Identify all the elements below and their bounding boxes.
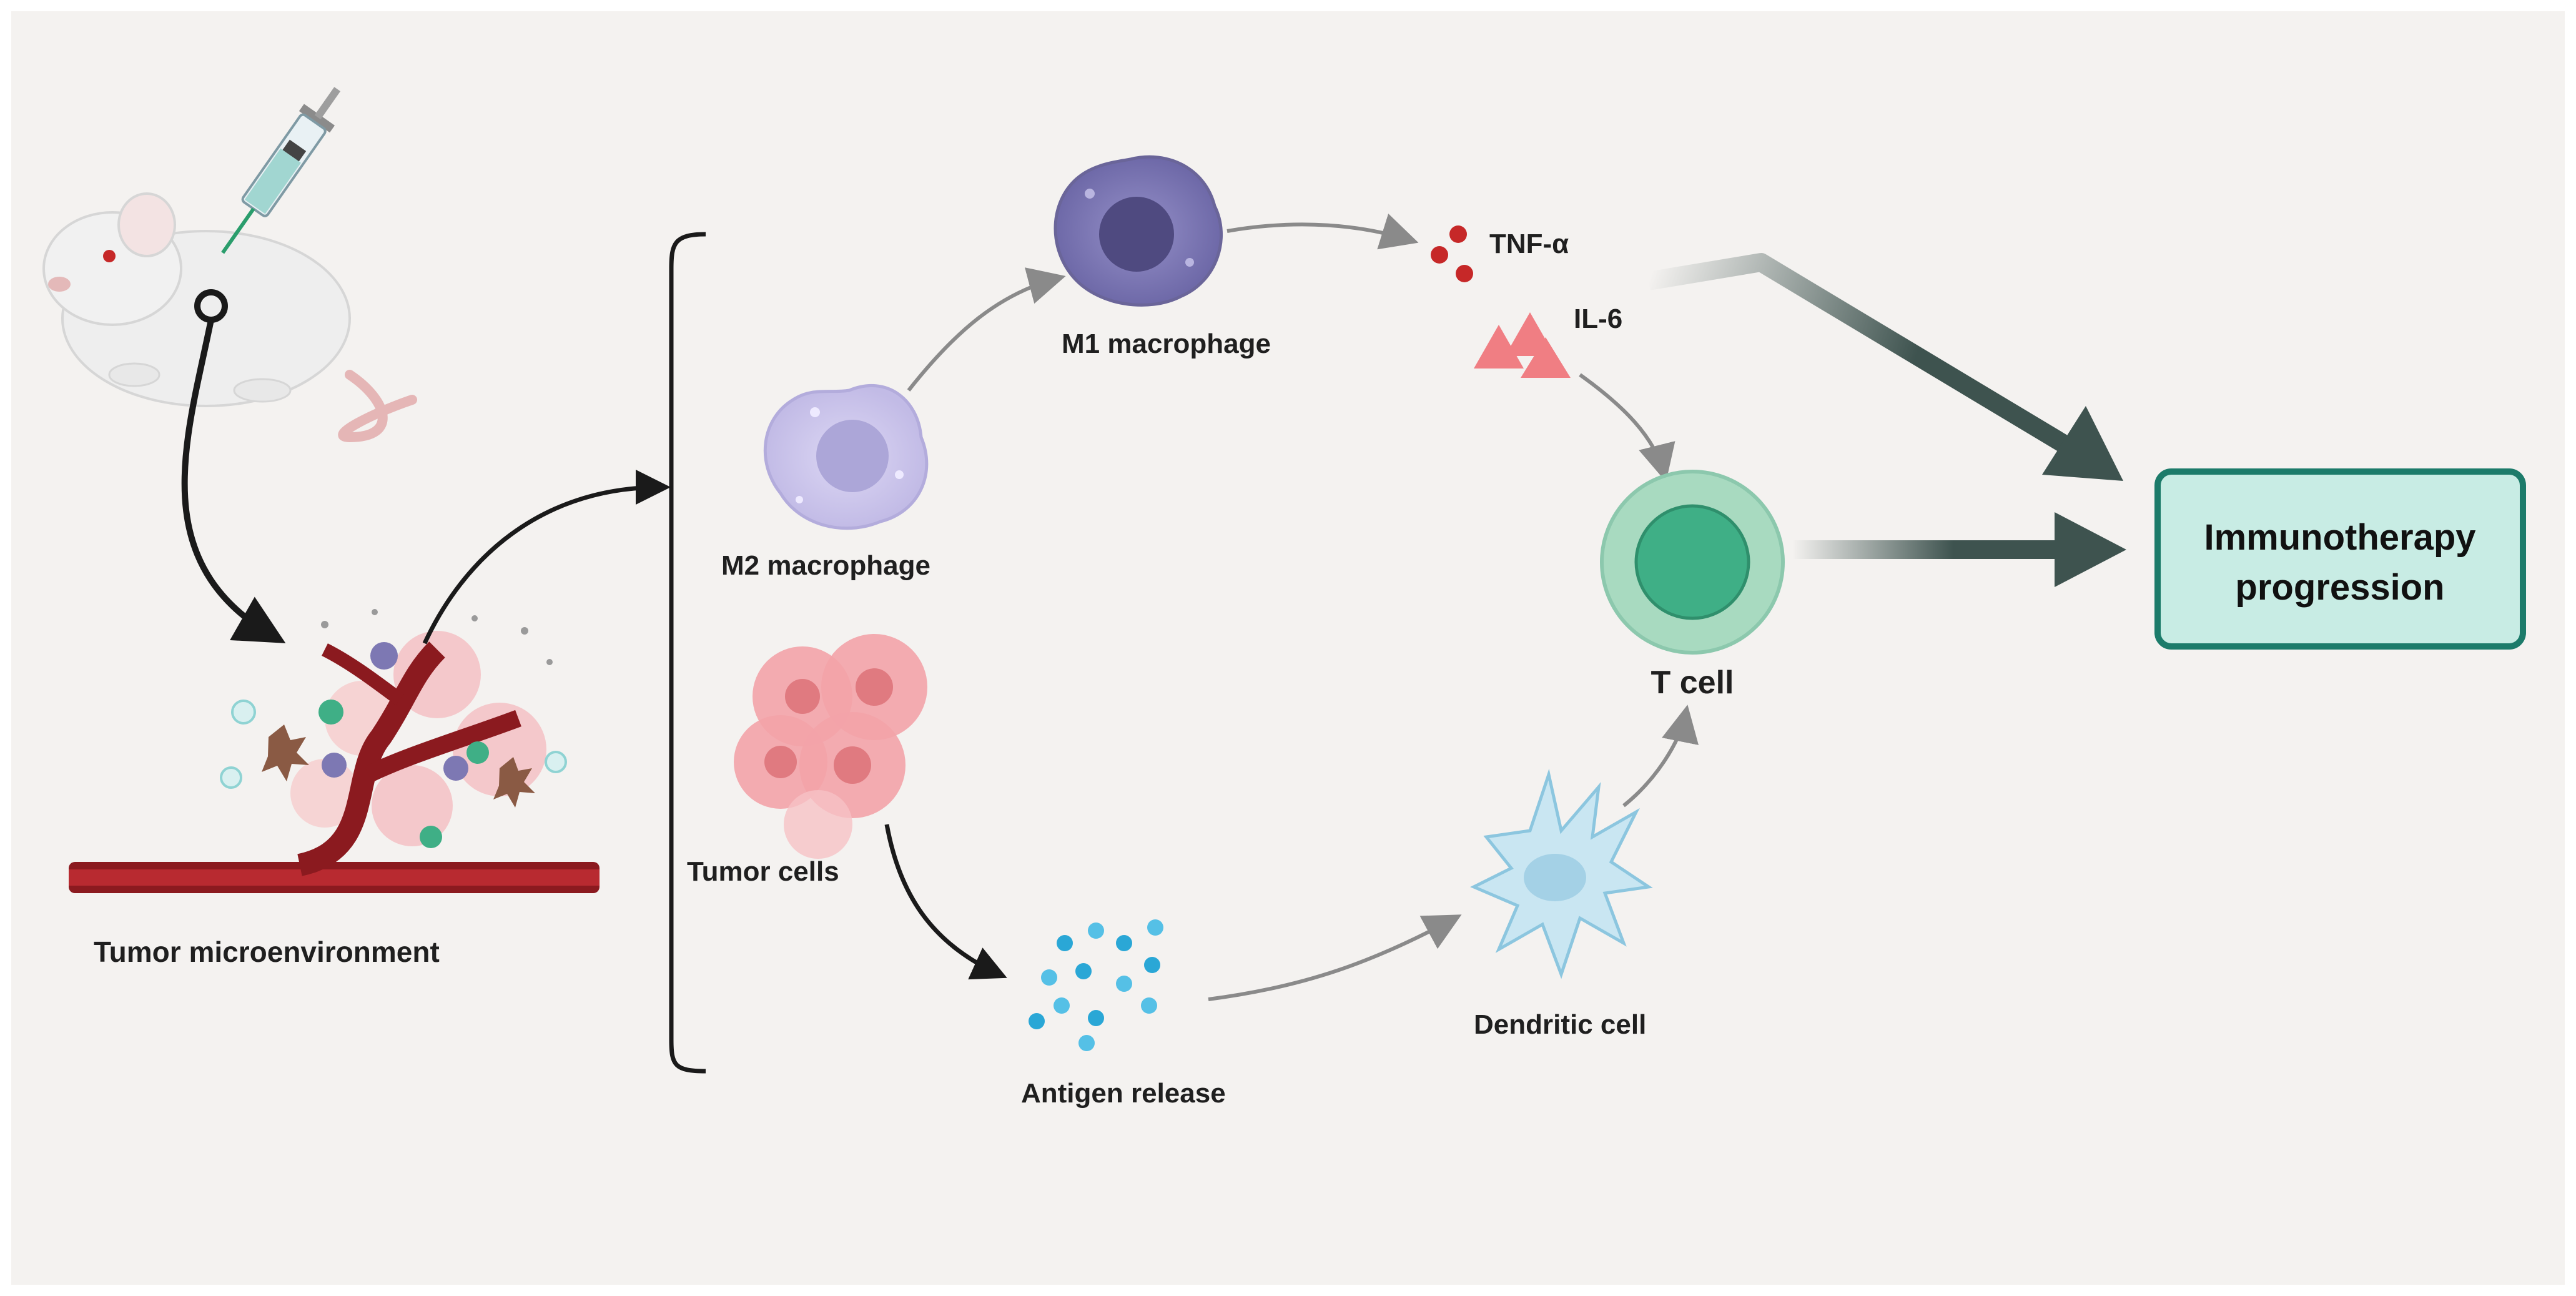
il6-icon — [1474, 312, 1571, 378]
m2-to-m1-arrow — [907, 267, 1066, 392]
tumor-cells-cluster — [734, 634, 927, 859]
immunotherapy-progression-box: Immunotherapy progression — [2154, 468, 2526, 650]
dendritic-cell — [1470, 768, 1653, 979]
m1-macrophage-label: M1 macrophage — [1062, 329, 1271, 359]
injection-arrow — [181, 319, 286, 643]
m1-to-cytokine-arrow — [1226, 214, 1419, 250]
tnf-alpha-icon — [1431, 225, 1473, 282]
tnf-alpha-label: TNF-α — [1489, 229, 1569, 259]
tme-to-bracket-arrow — [422, 470, 671, 645]
dendritic-to-tcell-arrow — [1622, 705, 1699, 808]
tumor-microenvironment-illustration — [69, 609, 600, 893]
t-cell — [1600, 470, 1785, 655]
tumor-cells-label: Tumor cells — [687, 856, 839, 887]
antigen-particles-icon — [1029, 919, 1163, 1051]
tcell-to-outcome-arrow — [1792, 512, 2126, 587]
tumor-to-antigen-arrow — [884, 824, 1007, 980]
m1-macrophage-cell — [1054, 155, 1223, 307]
outcome-line1: Immunotherapy — [2204, 517, 2475, 558]
grouping-bracket — [669, 232, 706, 1074]
m2-macrophage-cell — [763, 383, 929, 530]
syringe-icon — [221, 87, 341, 254]
antigen-to-dendritic-arrow — [1208, 914, 1462, 1001]
dendritic-cell-label: Dendritic cell — [1474, 1009, 1646, 1040]
il6-to-tcell-arrow — [1579, 373, 1675, 482]
il6-label: IL-6 — [1574, 304, 1622, 334]
antigen-release-label: Antigen release — [1021, 1078, 1226, 1109]
t-cell-label: T cell — [1651, 665, 1734, 701]
cytokine-to-outcome-arrow — [1647, 253, 2123, 481]
m2-macrophage-label: M2 macrophage — [721, 550, 930, 581]
outcome-line2: progression — [2235, 567, 2444, 608]
tumor-microenvironment-label: Tumor microenvironment — [94, 936, 440, 968]
